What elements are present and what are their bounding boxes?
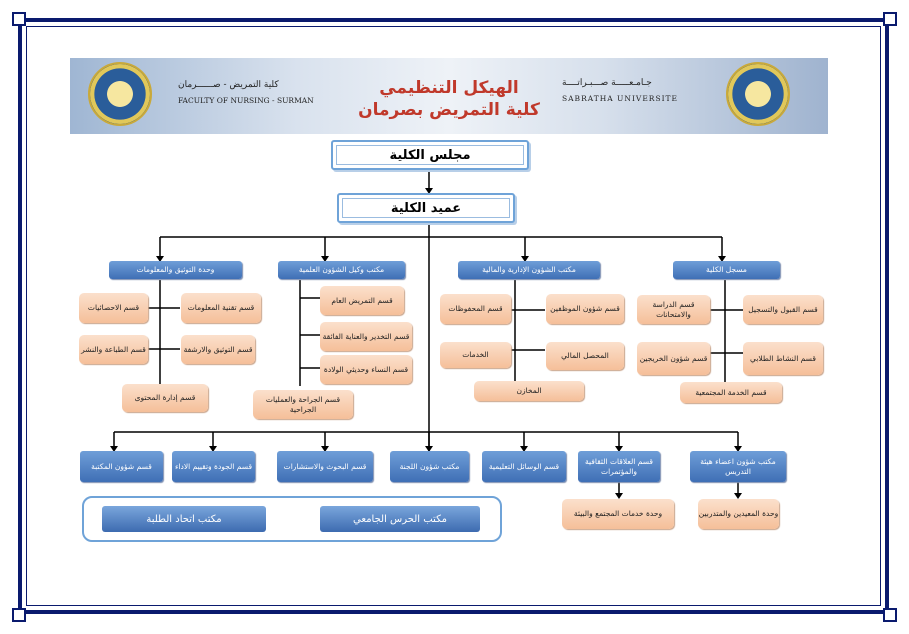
frame-corner	[883, 608, 897, 622]
community-environment-box: وحدة خدمات المجتمع والبيئة	[562, 499, 674, 529]
scientific-affairs-office-box: مكتب وكيل الشؤون العلمية	[278, 261, 405, 279]
college-council-label: مجلس الكلية	[336, 145, 524, 165]
campus-guard-office-box: مكتب الحرس الجامعي	[320, 506, 480, 532]
faculty-affairs-office-box: مكتب شؤون اعضاء هيئة التدريس	[690, 451, 786, 482]
general-nursing-box: قسم التمريض العام	[320, 286, 404, 315]
admin-finance-office-box: مكتب الشؤون الإدارية والمالية	[458, 261, 600, 279]
guard-union-container: مكتب الحرس الجامعي مكتب اتحاد الطلبة	[82, 496, 502, 542]
university-name-ar: جـامـعـــــة صـــبـراتــــة	[562, 78, 652, 88]
library-affairs-box: قسم شؤون المكتبة	[80, 451, 163, 482]
research-consulting-box: قسم البحوث والاستشارات	[277, 451, 373, 482]
quality-assessment-box: قسم الجودة وتقييم الاداء	[172, 451, 255, 482]
header-banner: كلية التمريض - صــــــرمان FACULTY OF NU…	[70, 58, 828, 134]
inner-frame	[26, 26, 881, 606]
frame-corner	[12, 12, 26, 26]
university-name-en: SABRATHA UNIVERSITE	[562, 94, 679, 103]
content-management-box: قسم إدارة المحتوى	[122, 384, 208, 412]
cashier-box: المحصل المالي	[546, 342, 624, 370]
cultural-relations-box: قسم العلاقات الثقافية والمؤتمرات	[578, 451, 660, 482]
women-newborn-box: قسم النساء وحديثي الولادة	[320, 355, 412, 384]
documentation-unit-box: وحدة التوثيق والمعلومات	[109, 261, 242, 279]
chart-title: الهيكل التنظيمي	[379, 78, 519, 98]
it-department-box: قسم تقنية المعلومات	[181, 293, 261, 323]
student-union-office-box: مكتب اتحاد الطلبة	[102, 506, 266, 532]
dean-box: عميد الكلية	[337, 193, 515, 223]
committee-affairs-box: مكتب شؤون اللجنة	[390, 451, 469, 482]
study-exams-box: قسم الدراسة والامتحانات	[637, 295, 710, 324]
archiving-department-box: قسم التوثيق والارشفة	[181, 335, 255, 364]
printing-department-box: قسم الطباعة والنشر	[79, 335, 148, 364]
university-seal	[726, 62, 790, 126]
college-name-en: FACULTY OF NURSING - SURMAN	[178, 96, 314, 105]
services-box: الخدمات	[440, 342, 511, 368]
chart-subtitle: كلية التمريض بصرمان	[358, 100, 540, 120]
frame-corner	[12, 608, 26, 622]
surgery-department-box: قسم الجراحة والعمليات الجراحية	[253, 390, 353, 419]
community-service-box: قسم الخدمة المجتمعية	[680, 382, 782, 403]
graduates-affairs-box: قسم شؤون الخريجين	[637, 342, 710, 375]
college-name-ar: كلية التمريض - صــــــرمان	[178, 80, 279, 90]
admission-registration-box: قسم القبول والتسجيل	[743, 295, 823, 324]
warehouses-box: المخازن	[474, 381, 584, 401]
anesthesia-icu-box: قسم التخدير والعناية الفائقة	[320, 322, 412, 351]
outer-frame	[18, 18, 889, 614]
staff-affairs-box: قسم شؤون الموظفين	[546, 294, 624, 324]
college-council-box: مجلس الكلية	[331, 140, 529, 170]
frame-corner	[883, 12, 897, 26]
statistics-department-box: قسم الاحصائيات	[79, 293, 148, 323]
records-department-box: قسم المحفوظات	[440, 294, 511, 324]
registrar-box: مسجل الكلية	[673, 261, 780, 279]
dean-label: عميد الكلية	[342, 198, 510, 218]
student-activity-box: قسم النشاط الطلابي	[743, 342, 823, 375]
educational-media-box: قسم الوسائل التعليمية	[482, 451, 566, 482]
assistants-trainees-box: وحدة المعيدين والمتدربين	[698, 499, 779, 529]
nursing-college-seal	[88, 62, 152, 126]
